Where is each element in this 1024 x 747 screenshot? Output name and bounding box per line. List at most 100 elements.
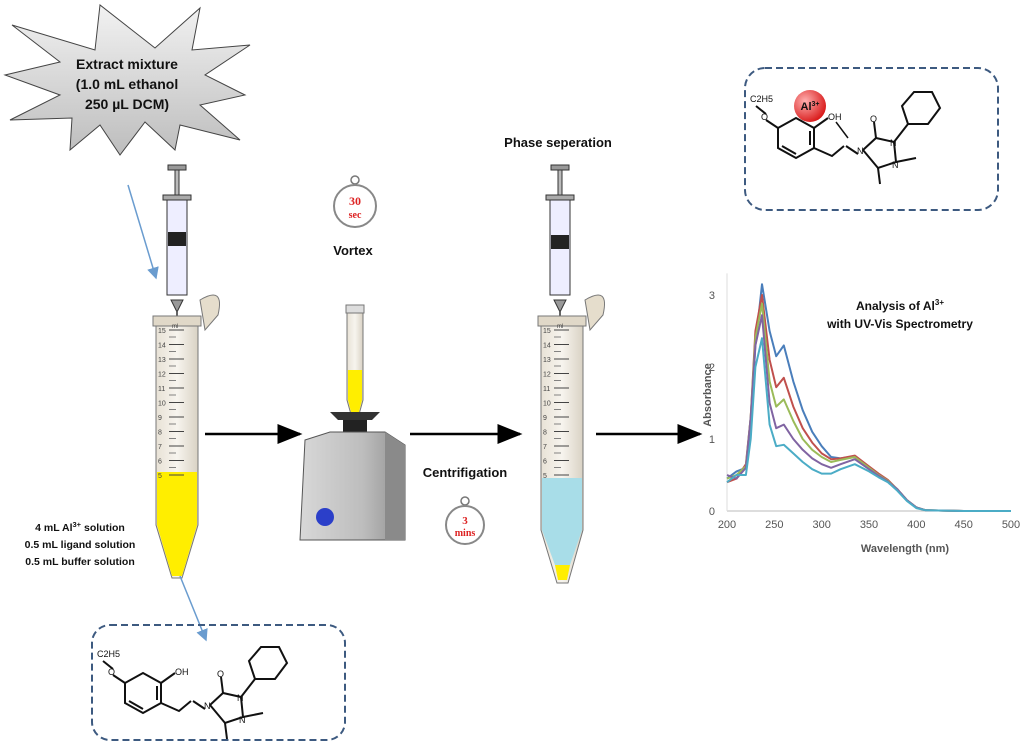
atom-label: O — [870, 114, 877, 124]
bond — [873, 121, 877, 139]
bond — [224, 722, 228, 740]
atom-label: N — [239, 715, 246, 725]
vortex-timer-unit: sec — [349, 210, 362, 221]
atom-label: OH — [175, 667, 189, 677]
solution-line-1: 4 mL Al3+ solution — [35, 520, 125, 534]
ligand-structure-box — [91, 624, 346, 741]
series-line-5 — [726, 337, 1011, 512]
scale-label: 10 — [158, 401, 166, 408]
atom-label: OH — [828, 112, 842, 122]
atom-label: N — [857, 146, 864, 156]
syringe-2 — [545, 164, 575, 335]
starburst-line-2: (1.0 mL ethanol — [76, 76, 178, 92]
bond — [192, 700, 206, 710]
scale-label: 6 — [543, 459, 547, 466]
bond — [160, 672, 176, 684]
phase-separation-label: Phase seperation — [504, 135, 612, 150]
bond — [160, 700, 192, 713]
centrifuge-timer-unit: mins — [455, 528, 476, 539]
x-tick-label: 400 — [907, 519, 925, 531]
centrifuge-timer-value: 3 — [462, 515, 468, 527]
bond — [877, 167, 881, 185]
bond — [777, 116, 815, 160]
scale-label: 11 — [543, 386, 550, 393]
bond — [209, 691, 245, 725]
scale-label: 15 — [543, 328, 551, 335]
bond — [895, 157, 917, 163]
al-ion: Al3+ — [794, 90, 849, 139]
vortex-timer-value: 30 — [349, 194, 361, 208]
bond — [893, 123, 909, 143]
scale-label: 10 — [543, 401, 551, 408]
centrifuge-tube-2: 15 14 13 12 11 10 9 8 7 6 5 ml — [537, 294, 605, 584]
bond — [112, 674, 126, 684]
bond — [781, 145, 797, 155]
solution-composition: 4 mL Al3+ solution 0.5 mL ligand solutio… — [25, 520, 136, 568]
bond — [765, 119, 779, 129]
bond — [900, 91, 942, 125]
scale-label: 12 — [543, 372, 551, 379]
pointer-arrow-extract — [127, 184, 159, 280]
uv-vis-chart: Analysis of Al3+ with UV-Vis Spectrometr… — [702, 273, 1020, 555]
atom-label: N — [204, 701, 211, 711]
bond — [102, 660, 114, 670]
atom-label: N — [892, 160, 899, 170]
y-tick-label: 0 — [709, 506, 715, 518]
atom-label: O — [761, 112, 768, 122]
bond — [813, 145, 845, 158]
bond — [124, 671, 162, 715]
starburst-line-3: 250 µL DCM) — [85, 96, 169, 112]
scale-label: 14 — [158, 343, 166, 350]
scale-label: 9 — [543, 415, 547, 422]
bond — [128, 700, 144, 710]
chart-title-line-1: Analysis of Al3+ — [856, 298, 944, 313]
vortex-timer: 30 sec — [333, 175, 377, 228]
scale-label: 6 — [158, 459, 162, 466]
y-tick-label: 3 — [709, 290, 715, 302]
x-tick-label: 500 — [1002, 519, 1020, 531]
x-tick-label: 450 — [954, 519, 972, 531]
scale-label: 9 — [158, 415, 162, 422]
scale-label: 14 — [543, 343, 551, 350]
scale-unit: ml — [557, 324, 563, 330]
scale-label: 15 — [158, 328, 166, 335]
solution-line-2: 0.5 mL ligand solution — [25, 539, 136, 551]
scale-label: 11 — [158, 386, 165, 393]
syringe-1 — [162, 164, 192, 335]
y-axis-label: Absorbance — [702, 363, 714, 427]
pointer-arrow-ligand — [179, 575, 208, 642]
complex-structure-box — [744, 67, 999, 211]
scale-label: 12 — [158, 372, 166, 379]
tube-2-scale: 15 14 13 12 11 10 9 8 7 6 5 ml — [543, 324, 569, 480]
chart-title-line-2: with UV-Vis Spectrometry — [826, 317, 973, 331]
scale-label: 7 — [543, 444, 547, 451]
scale-label: 8 — [543, 430, 547, 437]
x-tick-label: 250 — [765, 519, 783, 531]
scale-label: 8 — [158, 430, 162, 437]
bond — [845, 145, 859, 155]
scale-label: 13 — [543, 357, 551, 364]
y-tick-label: 1 — [709, 434, 715, 446]
x-tick-label: 350 — [860, 519, 878, 531]
vortex-button — [316, 508, 334, 526]
vortex-mixer — [299, 304, 406, 541]
scale-unit: ml — [172, 324, 178, 330]
scale-label: 13 — [158, 357, 166, 364]
scale-label: 5 — [543, 473, 547, 480]
stopwatch-icon — [350, 175, 360, 185]
x-axis-label: Wavelength (nm) — [861, 543, 950, 555]
series-line-4 — [726, 314, 1011, 512]
al-ion-label: Al3+ — [801, 101, 820, 113]
bond — [242, 712, 264, 718]
bond — [813, 117, 829, 129]
x-tick-label: 300 — [812, 519, 830, 531]
extract-mixture-starburst: Extract mixture (1.0 mL ethanol 250 µL D… — [3, 4, 251, 156]
stopwatch-icon — [460, 496, 470, 506]
scale-label: 5 — [158, 473, 162, 480]
centrifugation-label: Centrifigation — [423, 465, 508, 480]
atom-label: O — [217, 669, 224, 679]
bond — [862, 136, 898, 170]
